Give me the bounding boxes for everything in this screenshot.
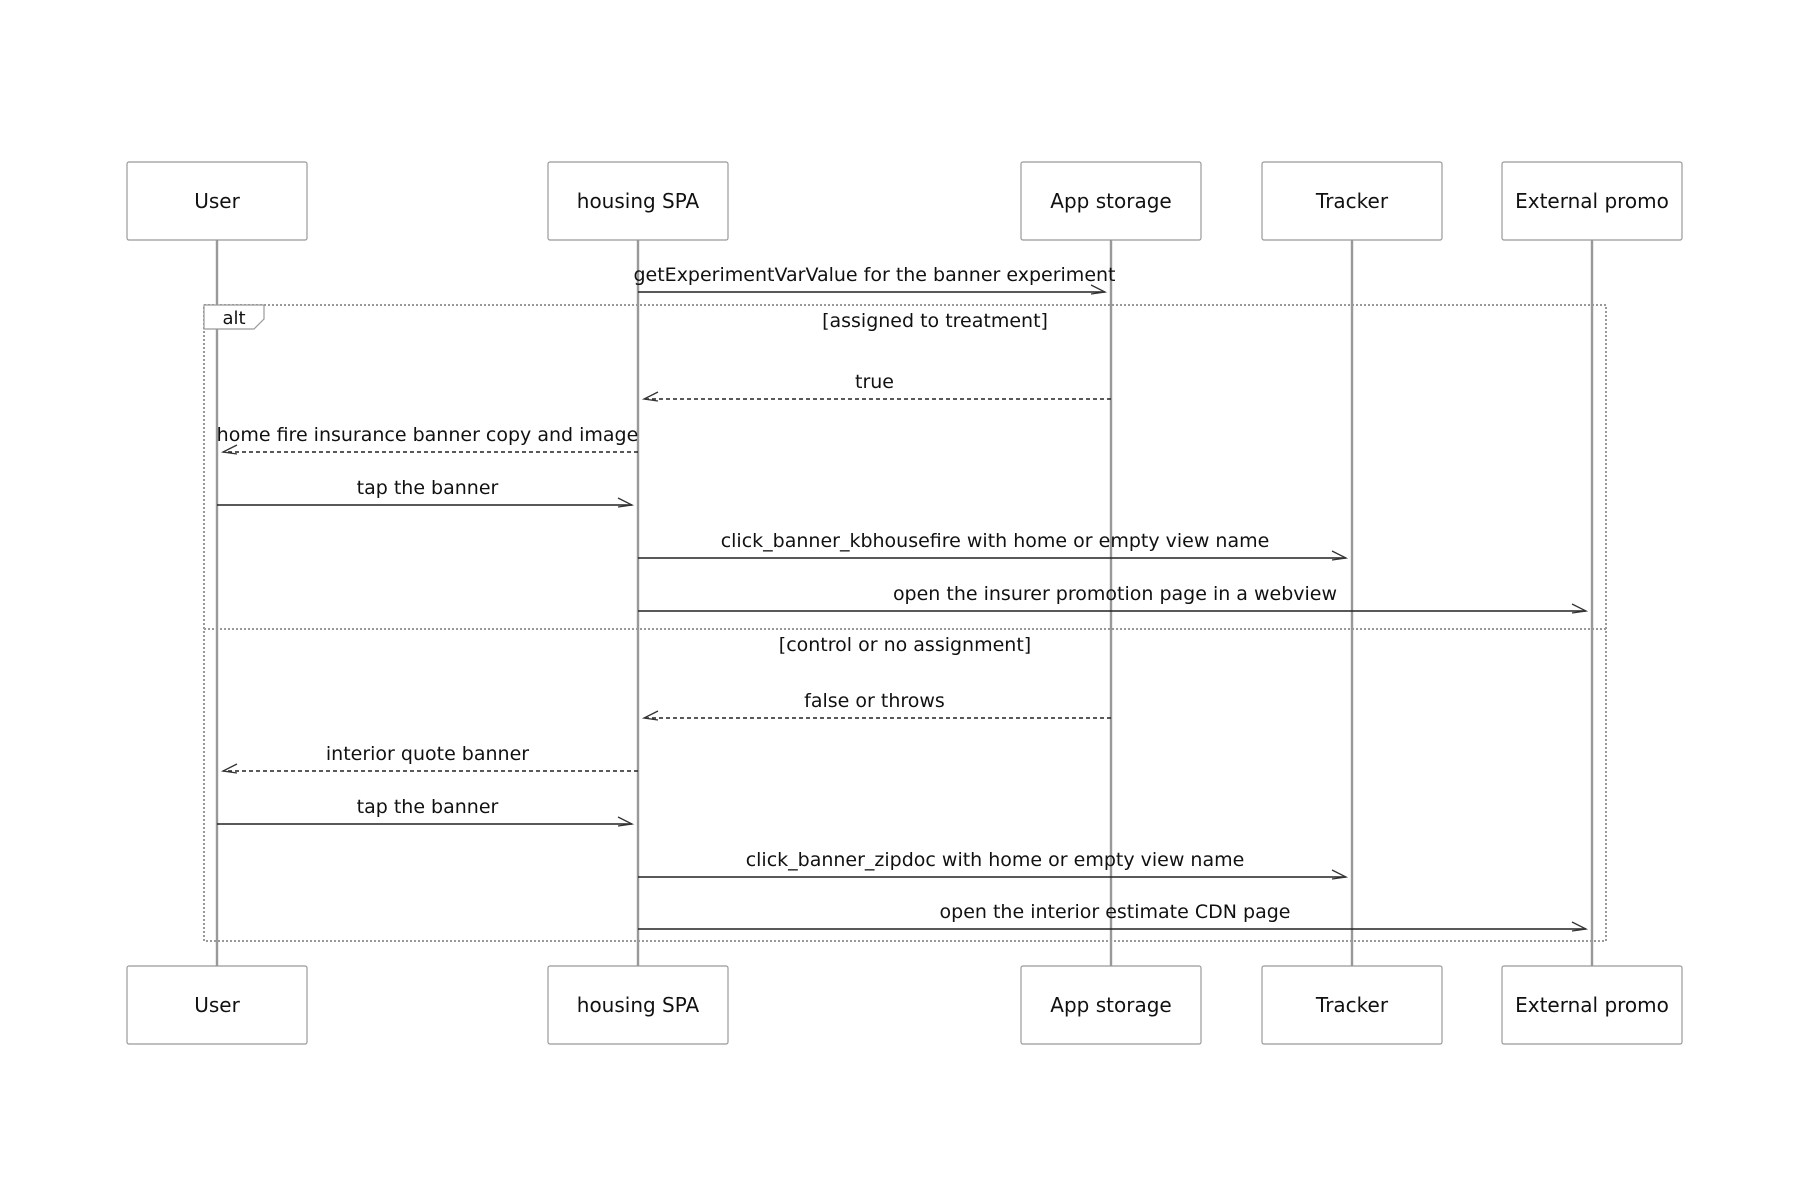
participant-box (547, 161, 729, 241)
participant-box (547, 965, 729, 1045)
participant-label: Tracker (1315, 189, 1389, 213)
message-label: open the interior estimate CDN page (940, 901, 1291, 923)
participant-label: App storage (1050, 189, 1171, 213)
participant-label: housing SPA (577, 993, 700, 1017)
lifelines (215, 240, 1594, 966)
alt-frame-border (203, 304, 1607, 942)
participant-tracker-top: Tracker (1261, 161, 1443, 241)
arrowhead-icon (641, 710, 659, 721)
participant-spa-top: housing SPA (547, 161, 729, 241)
participant-label: External promo (1515, 993, 1669, 1017)
message-2: true (641, 371, 1111, 402)
message-label: false or throws (804, 690, 945, 712)
participant-user-top: User (126, 161, 308, 241)
message-label: home fire insurance banner copy and imag… (217, 424, 639, 446)
arrowhead-icon (1571, 921, 1589, 932)
alt-frame-tag-label: alt (222, 308, 245, 329)
message-9: tap the banner (217, 796, 635, 827)
arrowhead-icon (617, 497, 635, 508)
arrowhead-icon (641, 391, 659, 402)
participant-label: External promo (1515, 189, 1669, 213)
participant-box (1020, 161, 1202, 241)
participant-label: housing SPA (577, 189, 700, 213)
arrowhead-icon (220, 763, 238, 774)
participant-box (1501, 965, 1683, 1045)
participant-label: Tracker (1315, 993, 1389, 1017)
alt-guard-1: [assigned to treatment] (822, 310, 1048, 332)
message-label: click_banner_kbhousefire with home or em… (721, 530, 1270, 552)
message-label: tap the banner (357, 477, 499, 499)
participant-tracker-bottom: Tracker (1261, 965, 1443, 1045)
message-5: click_banner_kbhousefire with home or em… (638, 530, 1349, 561)
arrowhead-icon (1331, 550, 1349, 561)
arrowhead-icon (617, 816, 635, 827)
message-7: false or throws (641, 690, 1111, 721)
arrowhead-icon (1571, 603, 1589, 614)
message-label: interior quote banner (326, 743, 529, 765)
alt-frame-tag (203, 304, 265, 330)
participant-storage-top: App storage (1020, 161, 1202, 241)
arrowhead-icon (1331, 869, 1349, 880)
participant-promo-bottom: External promo (1501, 965, 1683, 1045)
alt-guard-2: [control or no assignment] (779, 634, 1031, 656)
participant-label: App storage (1050, 993, 1171, 1017)
alt-frame: alt [assigned to treatment] [control or no… (203, 304, 1607, 942)
message-label: true (855, 371, 894, 393)
participant-box (1501, 161, 1683, 241)
participant-spa-bottom: housing SPA (547, 965, 729, 1045)
message-1: getExperimentVarValue for the banner exp… (633, 264, 1116, 295)
arrowhead-icon (1090, 284, 1108, 295)
message-10: click_banner_zipdoc with home or empty v… (638, 849, 1349, 880)
message-label: open the insurer promotion page in a web… (893, 583, 1337, 605)
message-4: tap the banner (217, 477, 635, 508)
participant-label: User (194, 993, 240, 1017)
message-6: open the insurer promotion page in a web… (638, 583, 1589, 614)
message-label: click_banner_zipdoc with home or empty v… (746, 849, 1245, 871)
participant-box (1261, 161, 1443, 241)
participant-promo-top: External promo (1501, 161, 1683, 241)
participant-box (126, 161, 308, 241)
message-3: home fire insurance banner copy and imag… (217, 424, 639, 455)
participant-label: User (194, 189, 240, 213)
message-8: interior quote banner (220, 743, 638, 774)
participant-box (1020, 965, 1202, 1045)
message-label: getExperimentVarValue for the banner exp… (633, 264, 1115, 286)
participant-user-bottom: User (126, 965, 308, 1045)
message-label: tap the banner (357, 796, 499, 818)
participant-storage-bottom: App storage (1020, 965, 1202, 1045)
message-11: open the interior estimate CDN page (638, 901, 1589, 932)
participant-box (126, 965, 308, 1045)
arrowhead-icon (220, 444, 238, 455)
messages: getExperimentVarValue for the banner exp… (217, 264, 1589, 932)
participant-box (1261, 965, 1443, 1045)
